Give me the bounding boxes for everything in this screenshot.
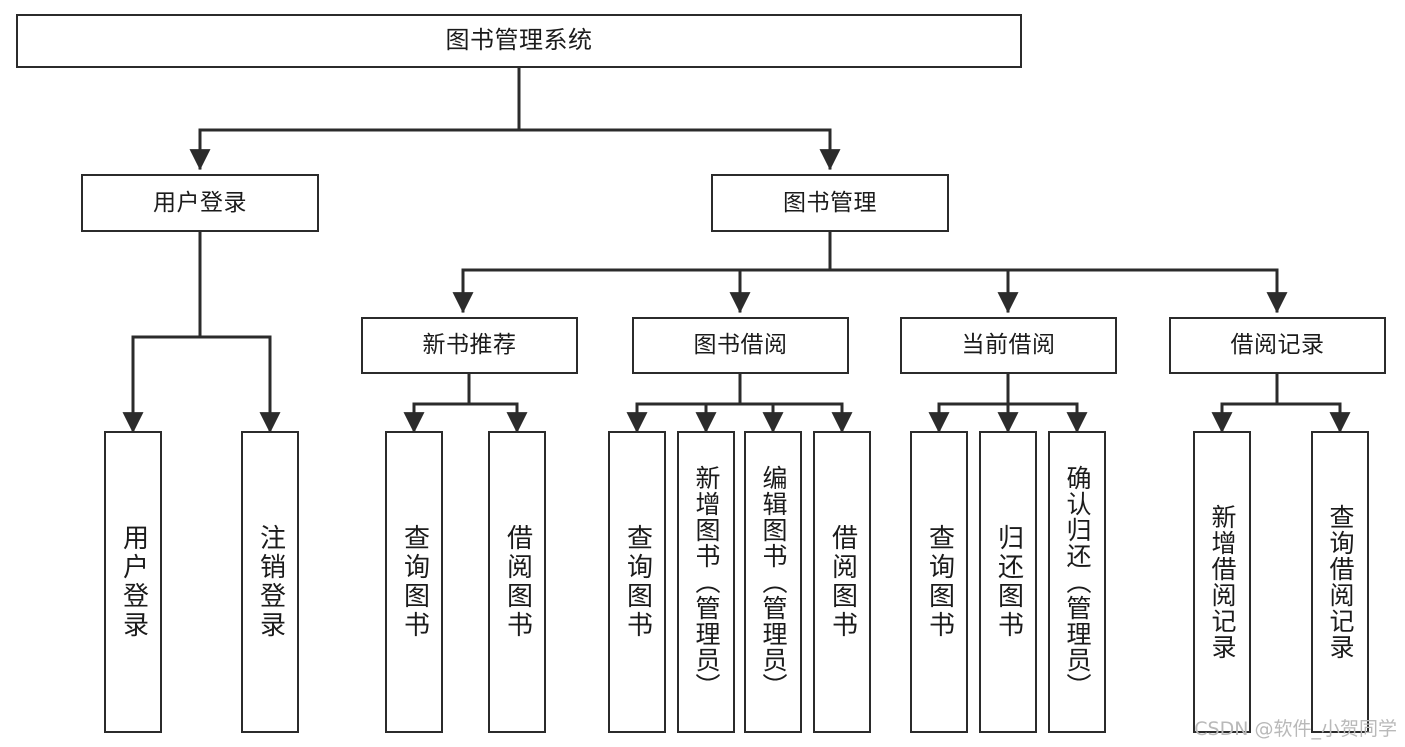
node-leaf-borrow-book-2[interactable]: 借阅图书 — [813, 431, 871, 733]
node-user-login-label: 用户登录 — [153, 189, 247, 216]
node-book-manage[interactable]: 图书管理 — [711, 174, 949, 232]
node-leaf-confirm-return[interactable]: 确认归还（管理员） — [1048, 431, 1106, 733]
node-root[interactable]: 图书管理系统 — [16, 14, 1022, 68]
node-borrow-record-label: 借阅记录 — [1230, 332, 1325, 359]
node-book-borrow[interactable]: 图书借阅 — [632, 317, 849, 374]
node-leaf-query-book-2-label: 查询图书 — [622, 524, 653, 640]
node-leaf-user-login[interactable]: 用户登录 — [104, 431, 162, 733]
node-book-borrow-label: 图书借阅 — [693, 332, 788, 359]
node-leaf-edit-book-label: 编辑图书（管理员） — [759, 465, 788, 699]
node-leaf-borrow-book-2-label: 借阅图书 — [827, 524, 858, 640]
node-leaf-query-book-2[interactable]: 查询图书 — [608, 431, 666, 733]
node-leaf-borrow-book-1-label: 借阅图书 — [502, 524, 533, 640]
node-leaf-query-book-3-label: 查询图书 — [924, 524, 955, 640]
node-leaf-add-book[interactable]: 新增图书（管理员） — [677, 431, 735, 733]
node-leaf-user-logout[interactable]: 注销登录 — [241, 431, 299, 733]
node-book-manage-label: 图书管理 — [783, 189, 877, 216]
node-leaf-user-login-label: 用户登录 — [118, 524, 149, 640]
node-user-login[interactable]: 用户登录 — [81, 174, 319, 232]
node-leaf-return-book-label: 归还图书 — [993, 524, 1024, 640]
node-leaf-confirm-return-label: 确认归还（管理员） — [1063, 465, 1092, 699]
node-leaf-query-book-3[interactable]: 查询图书 — [910, 431, 968, 733]
node-leaf-query-record-label: 查询借阅记录 — [1326, 504, 1355, 660]
node-current-borrow[interactable]: 当前借阅 — [900, 317, 1117, 374]
node-new-book-recommend-label: 新书推荐 — [422, 332, 517, 359]
node-root-label: 图书管理系统 — [445, 26, 593, 55]
node-borrow-record[interactable]: 借阅记录 — [1169, 317, 1386, 374]
node-leaf-add-book-label: 新增图书（管理员） — [692, 465, 721, 699]
node-leaf-query-record[interactable]: 查询借阅记录 — [1311, 431, 1369, 733]
watermark-text: CSDN @软件_小贺同学 — [1194, 718, 1397, 740]
node-leaf-add-record-label: 新增借阅记录 — [1208, 504, 1237, 660]
node-current-borrow-label: 当前借阅 — [961, 332, 1056, 359]
node-leaf-edit-book[interactable]: 编辑图书（管理员） — [744, 431, 802, 733]
node-new-book-recommend[interactable]: 新书推荐 — [361, 317, 578, 374]
node-leaf-borrow-book-1[interactable]: 借阅图书 — [488, 431, 546, 733]
node-leaf-user-logout-label: 注销登录 — [255, 524, 286, 640]
node-leaf-query-book-1-label: 查询图书 — [399, 524, 430, 640]
node-leaf-return-book[interactable]: 归还图书 — [979, 431, 1037, 733]
node-leaf-add-record[interactable]: 新增借阅记录 — [1193, 431, 1251, 733]
node-leaf-query-book-1[interactable]: 查询图书 — [385, 431, 443, 733]
